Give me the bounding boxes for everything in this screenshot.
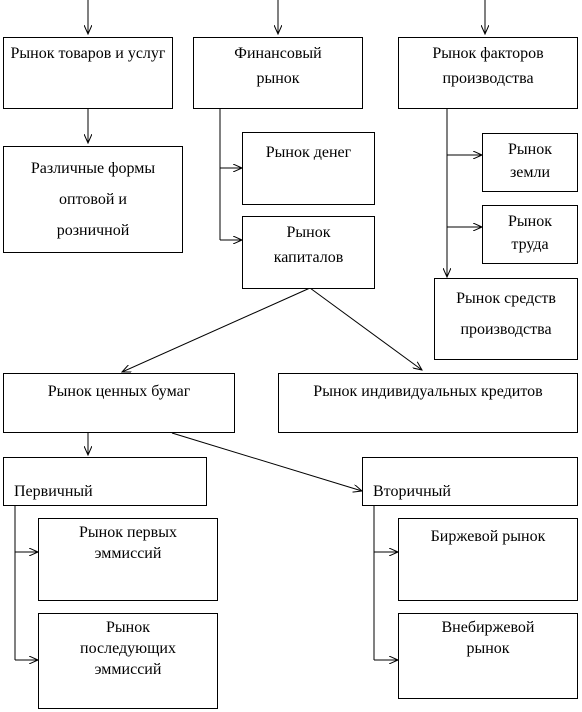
label-first-issues: Рынок первых эммиссий bbox=[79, 524, 177, 562]
box-individual-credit-market: Рынок индивидуальных кредитов bbox=[278, 373, 578, 433]
label-goods-market: Рынок товаров и услуг bbox=[10, 45, 166, 62]
label-otc-market: Внебиржевой рынок bbox=[441, 619, 535, 657]
label-means-market: Рынок средств производства bbox=[456, 290, 556, 339]
label-factor-market: Рынок факторов производства bbox=[432, 45, 544, 87]
label-labor-market: Рынок труда bbox=[508, 213, 552, 254]
box-secondary: Вторичный bbox=[362, 457, 578, 506]
box-subsequent-issues: Рынок последующих эммиссий bbox=[38, 613, 218, 709]
box-first-issues: Рынок первых эммиссий bbox=[38, 518, 218, 601]
box-primary: Первичный bbox=[3, 457, 207, 506]
box-otc-market: Внебиржевой рынок bbox=[398, 613, 578, 699]
label-financial-market: Финансовый рынок bbox=[234, 45, 322, 87]
box-factor-market: Рынок факторов производства bbox=[398, 37, 578, 109]
arrow-capital-to-credits bbox=[309, 287, 422, 370]
box-trade-forms: Различные формы оптовой и розничной bbox=[3, 146, 183, 253]
box-exchange-market: Биржевой рынок bbox=[398, 518, 578, 601]
arrow-capital-to-securities bbox=[122, 287, 311, 372]
label-land-market: Рынок земли bbox=[508, 141, 552, 182]
box-money-market: Рынок денег bbox=[242, 132, 375, 205]
label-exchange-market: Биржевой рынок bbox=[430, 528, 546, 545]
box-securities-market: Рынок ценных бумаг bbox=[3, 373, 235, 433]
box-means-market: Рынок средств производства bbox=[434, 278, 578, 360]
label-individual-credit-market: Рынок индивидуальных кредитов bbox=[313, 383, 543, 400]
label-securities-market: Рынок ценных бумаг bbox=[47, 383, 191, 400]
label-capital-market: Рынок капиталов bbox=[273, 224, 344, 266]
label-primary: Первичный bbox=[14, 483, 93, 500]
label-trade-forms: Различные формы оптовой и розничной bbox=[30, 160, 156, 240]
box-goods-market: Рынок товаров и услуг bbox=[3, 37, 173, 109]
label-money-market: Рынок денег bbox=[265, 144, 352, 161]
box-capital-market: Рынок капиталов bbox=[242, 216, 375, 289]
box-financial-market: Финансовый рынок bbox=[193, 37, 363, 109]
arrow-securities-to-secondary bbox=[171, 432, 362, 491]
box-labor-market: Рынок труда bbox=[482, 205, 578, 264]
label-subsequent-issues: Рынок последующих эммиссий bbox=[80, 619, 176, 678]
label-secondary: Вторичный bbox=[373, 483, 451, 500]
box-land-market: Рынок земли bbox=[482, 133, 578, 192]
